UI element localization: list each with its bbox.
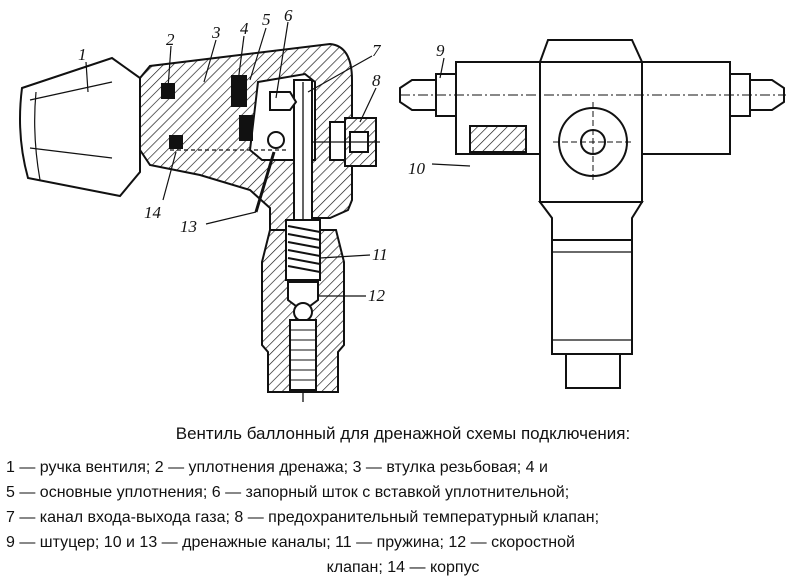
figure-legend: 1 — ручка вентиля; 2 — уплотнения дренаж… xyxy=(6,455,800,580)
legend-line: 9 — штуцер; 10 и 13 — дренажные каналы; … xyxy=(6,534,575,551)
valve-handle xyxy=(19,56,141,198)
neck-collar xyxy=(538,201,644,241)
legend-line: 5 — основные уплотнения; 6 — запорный шт… xyxy=(6,484,570,501)
valve-neck-section xyxy=(261,219,345,393)
legend-line: 1 — ручка вентиля; 2 — уплотнения дренаж… xyxy=(6,459,548,476)
callout-11: 11 xyxy=(372,245,388,264)
callout-4: 4 xyxy=(240,19,249,38)
callout-1: 1 xyxy=(78,45,87,64)
leader-9 xyxy=(439,57,445,79)
callout-5: 5 xyxy=(262,10,271,29)
external-view xyxy=(399,39,786,389)
callout-12: 12 xyxy=(368,286,386,305)
callout-13: 13 xyxy=(180,217,197,236)
neck-tip xyxy=(565,353,621,389)
callout-6: 6 xyxy=(284,6,293,25)
figure-caption-title: Вентиль баллонный для дренажной схемы по… xyxy=(175,424,631,443)
callout-3: 3 xyxy=(211,23,221,42)
leader-lines-left xyxy=(85,21,377,297)
callout-2: 2 xyxy=(166,30,175,49)
top-boss xyxy=(538,39,644,63)
valve-body-section xyxy=(139,42,353,402)
leader-10 xyxy=(431,163,471,167)
safety-plug xyxy=(312,117,380,167)
callout-8: 8 xyxy=(372,71,381,90)
valve-drawing: 1 2 3 4 5 6 7 8 9 10 11 12 13 14 xyxy=(19,6,786,402)
legend-line: клапан; 14 — корпус xyxy=(326,559,480,576)
neck-body xyxy=(551,239,633,355)
drain-channel-10 xyxy=(469,125,527,153)
callout-9: 9 xyxy=(436,41,445,60)
legend-line: 7 — канал входа-выхода газа; 8 — предохр… xyxy=(6,509,600,526)
callout-7: 7 xyxy=(372,41,382,60)
drain-channel-13 xyxy=(254,151,276,213)
callout-10: 10 xyxy=(408,159,426,178)
section-view xyxy=(19,42,380,402)
callout-14: 14 xyxy=(144,203,162,222)
